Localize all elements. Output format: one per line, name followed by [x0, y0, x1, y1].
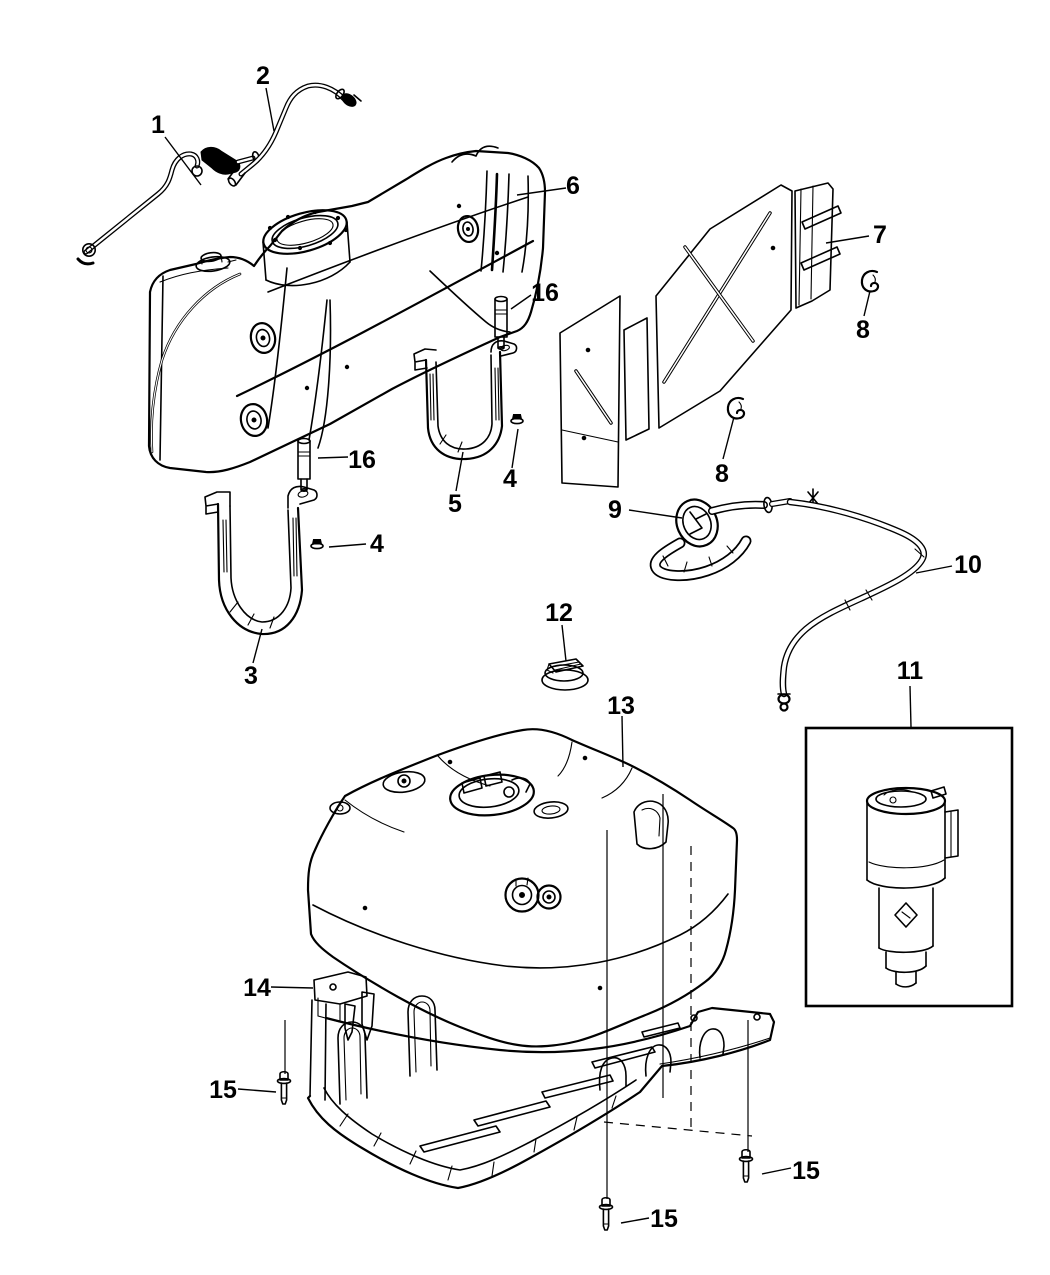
- part-11-inset-box: [804, 726, 1014, 1008]
- tank6-port-lower: [239, 403, 269, 437]
- callout-4-lower: 4: [370, 530, 384, 558]
- leader-lines: [164, 87, 953, 1224]
- part-2-fuel-line: [227, 82, 362, 187]
- part-15-bolt-right: [738, 1148, 754, 1183]
- part-7-heat-shield: [559, 182, 842, 488]
- part-5-tank-strap: [413, 340, 518, 461]
- callout-7: 7: [873, 221, 887, 249]
- line1-end-fitting: [82, 243, 97, 258]
- part-10-filler-hose: [777, 498, 927, 712]
- tank13-front-ports: [504, 877, 562, 913]
- callout-8-lower: 8: [715, 460, 729, 488]
- callout-2: 2: [256, 62, 270, 90]
- callout-10: 10: [954, 551, 982, 579]
- callout-16-upper: 16: [531, 279, 559, 307]
- part-8-clip-right: [860, 269, 880, 293]
- callout-16-lower: 16: [348, 446, 376, 474]
- callout-14: 14: [243, 974, 271, 1002]
- part-1-fuel-line: [76, 146, 261, 266]
- part-15-bolt-left: [276, 1070, 292, 1105]
- part-16-sleeve-lower: [297, 437, 311, 493]
- tank6-port-upper: [249, 322, 277, 354]
- callout-4-upper: 4: [503, 465, 517, 493]
- part-6-fuel-tank-upper: [147, 145, 547, 474]
- tank13-handle-bracket: [633, 800, 669, 850]
- callout-13: 13: [607, 692, 635, 720]
- line1-elbow: [200, 146, 241, 175]
- callout-9: 9: [608, 496, 622, 524]
- part-14-skid-plate-bracket: [313, 971, 375, 1041]
- callout-6: 6: [566, 172, 580, 200]
- callout-5: 5: [448, 490, 462, 518]
- line2-end-fitting: [227, 166, 246, 186]
- part-4-nut-lower: [310, 538, 324, 550]
- shield-bracket: [794, 182, 842, 309]
- skid-plate: [306, 995, 776, 1190]
- callout-1: 1: [151, 111, 165, 139]
- callout-8-right: 8: [856, 316, 870, 344]
- part-15-bolt-middle: [598, 1196, 614, 1231]
- part-12-grommet-cap: [541, 658, 589, 691]
- tank13-pump-module: [449, 771, 535, 817]
- callout-15-left: 15: [209, 1076, 237, 1104]
- callout-labels: 1 2 6 7 8 8 16 16 5 4 4 3 9 10 11 12 13 …: [151, 62, 982, 1233]
- callout-15-middle: 15: [650, 1205, 678, 1233]
- part-11-filter-unit: [865, 786, 959, 988]
- callout-12: 12: [545, 599, 573, 627]
- tank6-flange-ring: [262, 209, 351, 287]
- part-13-fuel-tank-lower: [306, 728, 739, 1048]
- part-8-clip-lower: [726, 396, 746, 420]
- callout-15-right: 15: [792, 1157, 820, 1185]
- callout-3: 3: [244, 662, 258, 690]
- tank6-port-right: [456, 214, 480, 244]
- line2-connector: [341, 93, 357, 107]
- part-4-nut-upper: [510, 413, 524, 425]
- callout-11: 11: [897, 657, 924, 685]
- tank6-filler-cap: [159, 251, 237, 283]
- part-3-tank-strap: [204, 485, 318, 636]
- projection-lines: [284, 794, 753, 1199]
